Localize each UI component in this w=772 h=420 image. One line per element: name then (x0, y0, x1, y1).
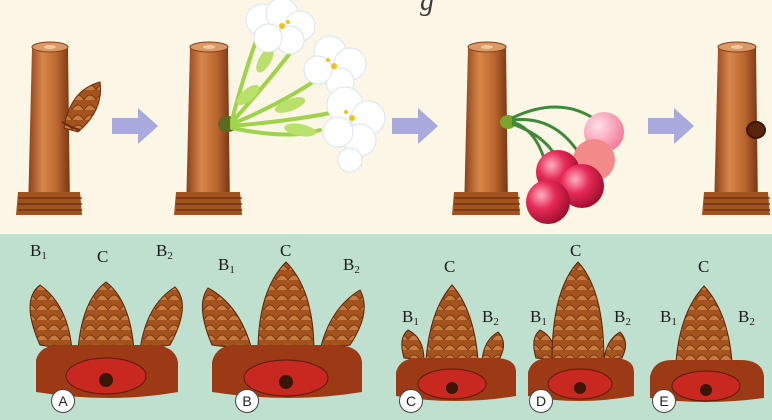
label-b1-e: B1 (660, 308, 677, 328)
twig-with-scar (702, 42, 770, 215)
bud-section-c (396, 285, 516, 401)
twig-with-flowers (174, 0, 385, 215)
label-c-d: C (570, 242, 581, 259)
badge-a: A (51, 389, 75, 413)
label-c-b: C (280, 242, 291, 259)
label-b2-a: B2 (156, 242, 173, 262)
label-b2-d: B2 (614, 308, 631, 328)
bud-section-e (650, 286, 764, 402)
label-c-c: C (444, 258, 455, 275)
label-b1-b: B1 (218, 256, 235, 276)
bud-section-b (202, 262, 364, 398)
label-b2-e: B2 (738, 308, 755, 328)
badge-b: B (235, 389, 259, 413)
bud-section-a (30, 282, 182, 398)
label-b2-c: B2 (482, 308, 499, 328)
badge-d: D (529, 389, 553, 413)
badge-c: C (399, 389, 423, 413)
arrow-1 (112, 108, 158, 144)
label-b1-c: B1 (402, 308, 419, 328)
label-b1-d: B1 (530, 308, 547, 328)
label-c-a: C (97, 248, 108, 265)
twig-with-bud (16, 42, 101, 215)
bud-section-d (528, 262, 634, 401)
arrow-3 (648, 108, 694, 144)
label-c-e: C (698, 258, 709, 275)
twig-with-cherries (452, 42, 624, 224)
arrow-2 (392, 108, 438, 144)
badge-e: E (652, 389, 676, 413)
label-b1-a: B1 (30, 242, 47, 262)
label-b2-b: B2 (343, 256, 360, 276)
